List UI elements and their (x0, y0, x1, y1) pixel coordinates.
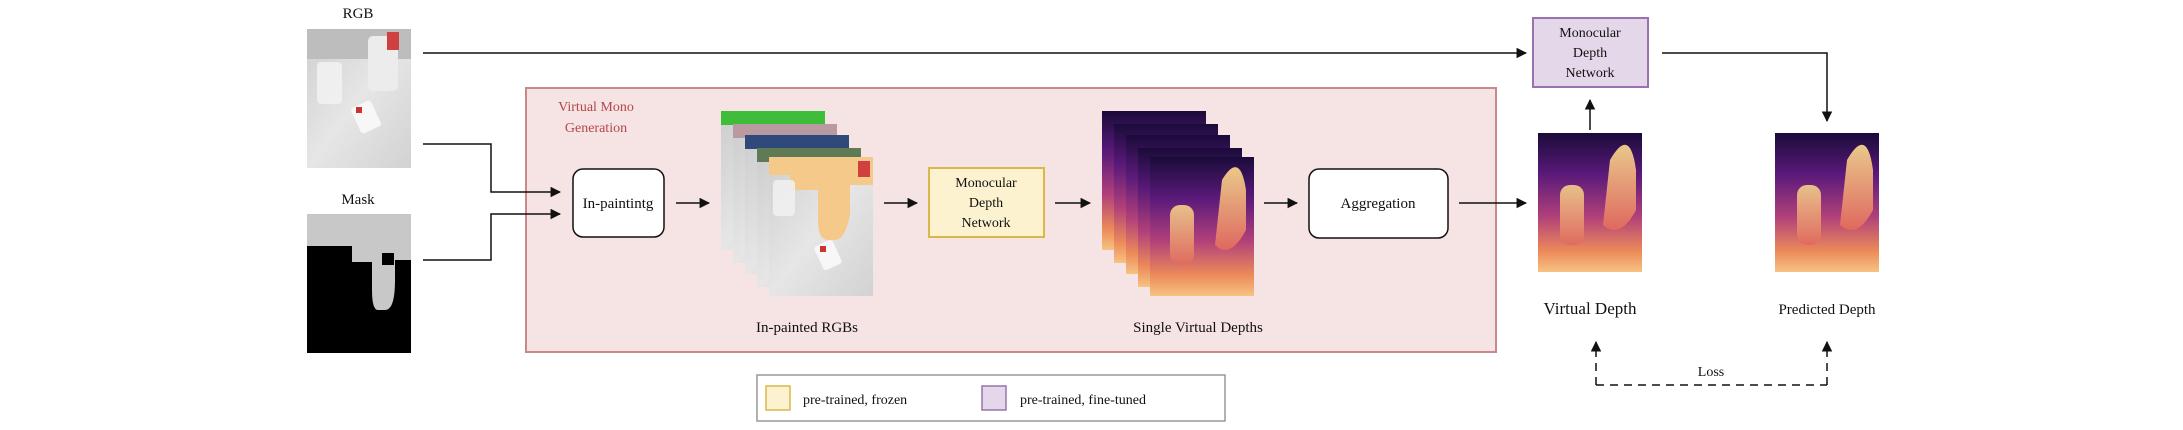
arrow-network-to-predicted-depth (1662, 52, 1833, 123)
panel-title-line1: Virtual Mono (558, 100, 634, 115)
legend-frozen-label: pre-trained, frozen (803, 393, 907, 408)
predicted-depth-caption: Predicted Depth (1778, 302, 1876, 318)
arrow-rgb-to-inpainting (423, 143, 562, 198)
arrows (423, 47, 1833, 386)
inpainted-rgbs-caption: In-painted RGBs (756, 320, 858, 336)
mono-depth-frozen-line2: Depth (969, 196, 1003, 211)
loss-label: Loss (1698, 365, 1724, 380)
legend-finetuned-label: pre-trained, fine-tuned (1020, 393, 1146, 408)
aggregation-label: Aggregation (1341, 196, 1416, 212)
aggregation-box (1308, 168, 1449, 239)
mono-depth-finetuned-line3: Network (1566, 66, 1615, 81)
mono-depth-frozen-box (928, 167, 1045, 238)
mono-depth-frozen-line3: Network (962, 216, 1011, 231)
rgb-label: RGB (343, 6, 374, 22)
mask-label: Mask (341, 192, 375, 208)
mono-depth-frozen-line1: Monocular (955, 176, 1017, 191)
inpainting-label: In-paintintg (583, 196, 654, 212)
virtual-depth-caption: Virtual Depth (1544, 299, 1637, 318)
mono-depth-finetuned-line1: Monocular (1559, 26, 1621, 41)
virtual-depth-image (1538, 133, 1642, 272)
inpainting-box (572, 168, 665, 238)
mono-depth-finetuned-line2: Depth (1573, 46, 1607, 61)
rgb-image (307, 29, 411, 168)
inpainted-rgb-stack (721, 111, 873, 296)
legend-frozen-swatch (765, 385, 791, 411)
virtual-depth-stack (1102, 111, 1254, 296)
single-virtual-depths-caption: Single Virtual Depths (1133, 320, 1263, 336)
predicted-depth-image (1775, 133, 1879, 272)
legend-finetuned-swatch (981, 385, 1007, 411)
mask-image (307, 214, 411, 353)
arrow-mask-to-inpainting (423, 208, 562, 261)
mono-depth-finetuned-box (1532, 17, 1649, 88)
panel-title-line2: Generation (565, 121, 627, 136)
